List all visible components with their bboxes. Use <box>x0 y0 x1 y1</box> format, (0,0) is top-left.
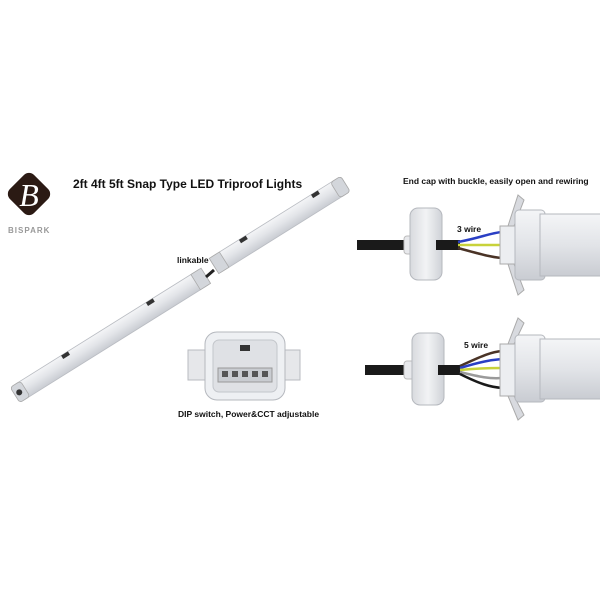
three-wire-label: 3 wire <box>457 224 482 234</box>
bispark-logo: B <box>7 172 51 216</box>
link-cable <box>205 268 215 279</box>
five-wire-assembly <box>365 317 600 421</box>
three-wire-assembly <box>357 194 600 296</box>
linked-light-lower <box>10 267 212 402</box>
brand-name: BISPARK <box>8 226 51 235</box>
dip-switch-endcap <box>187 331 301 401</box>
svg-text:B: B <box>19 177 39 213</box>
five-wire-label: 5 wire <box>464 340 489 350</box>
dip-switch-label: DIP switch, Power&CCT adjustable <box>178 409 320 419</box>
linked-light-upper <box>208 176 350 275</box>
end-cap-label: End cap with buckle, easily open and rew… <box>403 176 589 186</box>
page-title: 2ft 4ft 5ft Snap Type LED Triproof Light… <box>73 177 303 191</box>
linkable-label: linkable <box>177 255 209 265</box>
